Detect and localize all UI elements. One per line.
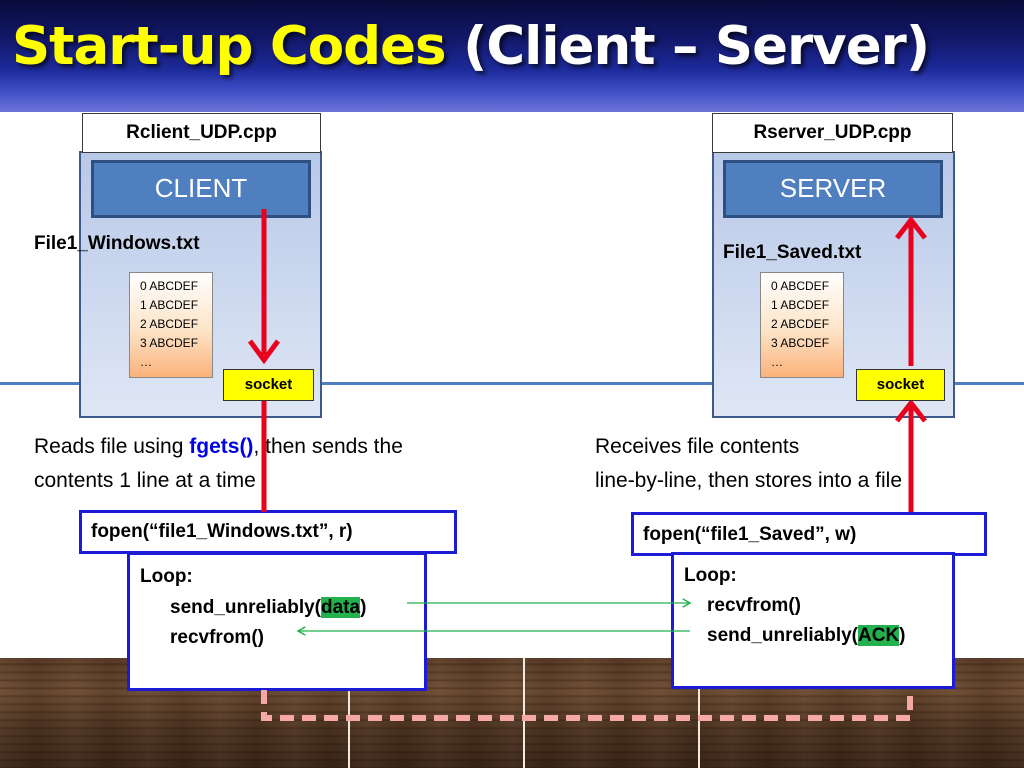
server-caption: Receives file contents line-by-line, the… xyxy=(595,430,902,498)
file-line: 2 ABCDEF xyxy=(140,317,199,331)
server-fopen-box: fopen(“file1_Saved”, w) xyxy=(631,512,987,556)
client-loop-label: Loop: xyxy=(140,566,193,587)
server-filename-tab: Rserver_UDP.cpp xyxy=(712,113,953,153)
client-file-contents: 0 ABCDEF 1 ABCDEF 2 ABCDEF 3 ABCDEF … xyxy=(129,272,213,378)
client-send-line: send_unreliably(data) xyxy=(170,597,366,619)
file-line: 2 ABCDEF xyxy=(771,317,830,331)
server-loop-label: Loop: xyxy=(684,565,737,586)
title-part-1: Start-up Codes xyxy=(12,16,447,77)
server-fopen-code: fopen(“file1_Saved”, w) xyxy=(643,524,857,545)
client-filename-tab: Rclient_UDP.cpp xyxy=(82,113,321,153)
floor-seam xyxy=(698,658,700,768)
client-caption-pre: Reads file using xyxy=(34,435,190,458)
client-down-arrow xyxy=(247,209,281,365)
server-role-box: SERVER xyxy=(723,160,943,218)
title-bar: Start-up Codes (Client – Server) xyxy=(0,0,1024,112)
client-role-box: CLIENT xyxy=(91,160,311,218)
client-send-post: ) xyxy=(360,597,367,618)
server-socket-up-arrow xyxy=(895,398,927,512)
dashed-network-path xyxy=(261,688,913,721)
server-caption-line1: Receives file contents xyxy=(595,435,800,458)
server-file-contents: 0 ABCDEF 1 ABCDEF 2 ABCDEF 3 ABCDEF … xyxy=(760,272,844,378)
client-caption: Reads file using fgets(), then sends the… xyxy=(34,430,403,498)
server-send-post: ) xyxy=(899,625,906,646)
server-recv-line: recvfrom() xyxy=(707,595,801,616)
file-line: 0 ABCDEF xyxy=(771,279,830,293)
file-line: … xyxy=(140,355,152,369)
server-loop-box: Loop: recvfrom() send_unreliably(ACK) xyxy=(671,552,955,689)
file-line: 1 ABCDEF xyxy=(771,298,830,312)
client-send-arg: data xyxy=(321,597,361,618)
client-data-file-label: File1_Windows.txt xyxy=(34,233,200,254)
client-loop-box: Loop: send_unreliably(data) recvfrom() xyxy=(127,552,427,691)
file-line: 1 ABCDEF xyxy=(140,298,199,312)
server-send-line: send_unreliably(ACK) xyxy=(707,625,906,647)
floor-seam xyxy=(523,658,525,768)
client-recv-line: recvfrom() xyxy=(170,627,264,648)
server-socket: socket xyxy=(856,369,945,401)
client-caption-post: , then sends the xyxy=(253,435,403,458)
client-fopen-code: fopen(“file1_Windows.txt”, r) xyxy=(91,521,353,542)
slide-title: Start-up Codes (Client – Server) xyxy=(12,16,930,77)
client-caption-line2: contents 1 line at a time xyxy=(34,469,256,492)
file-line: … xyxy=(771,355,783,369)
file-line: 0 ABCDEF xyxy=(140,279,199,293)
client-socket: socket xyxy=(223,369,314,401)
floor-seam xyxy=(348,658,350,768)
server-data-file-label: File1_Saved.txt xyxy=(723,242,862,263)
server-send-arg: ACK xyxy=(858,625,900,646)
title-part-2: (Client – Server) xyxy=(463,16,930,77)
client-send-pre: send_unreliably( xyxy=(170,597,321,618)
client-fopen-box: fopen(“file1_Windows.txt”, r) xyxy=(79,510,457,554)
file-line: 3 ABCDEF xyxy=(140,336,199,350)
server-send-pre: send_unreliably( xyxy=(707,625,858,646)
network-line xyxy=(0,382,1024,385)
file-line: 3 ABCDEF xyxy=(771,336,830,350)
client-caption-function: fgets() xyxy=(189,435,254,458)
server-caption-line2: line-by-line, then stores into a file xyxy=(595,469,902,492)
server-up-arrow xyxy=(895,215,927,366)
